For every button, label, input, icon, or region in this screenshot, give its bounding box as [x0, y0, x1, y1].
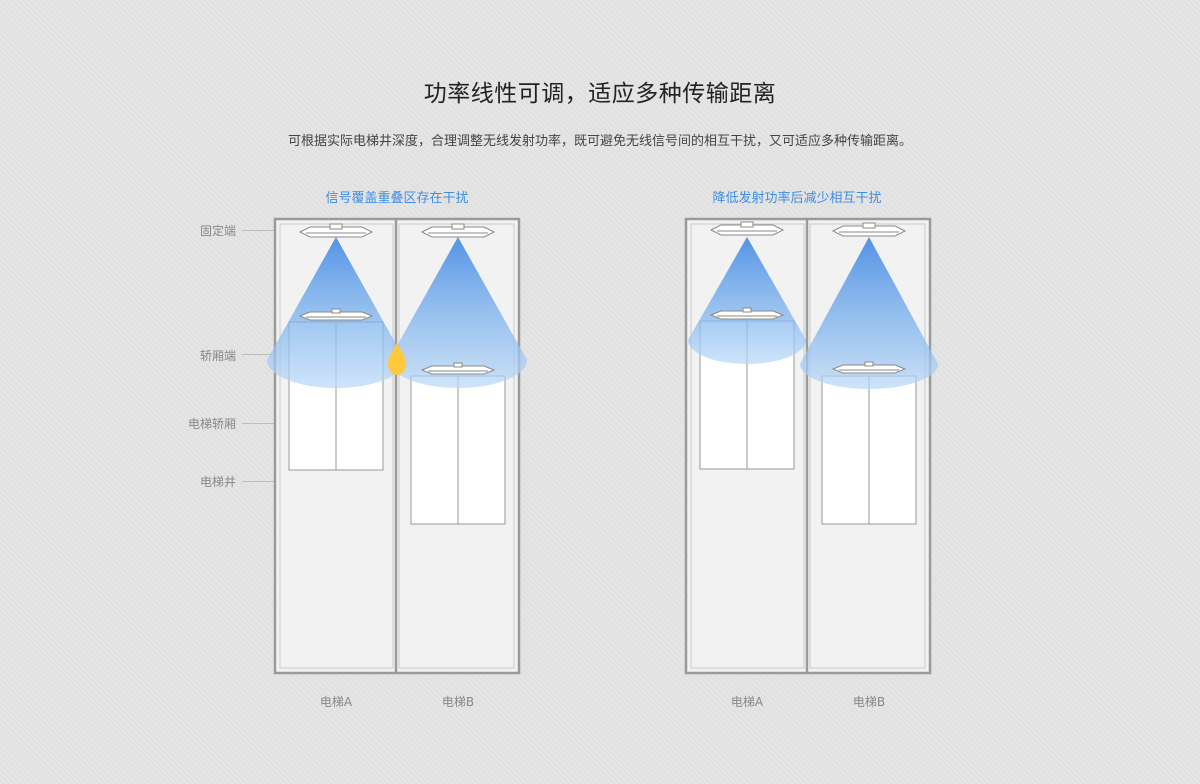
- car-end-antenna-icons: [298, 307, 907, 375]
- page-title: 功率线性可调，适应多种传输距离: [423, 81, 777, 107]
- right-signal-cone-b: [800, 237, 938, 389]
- page-subtitle: 可根据实际电梯井深度，合理调整无线发射功率，既可避免无线信号间的相互干扰，又可适…: [287, 134, 912, 149]
- label-right-elevator-a: 电梯A: [730, 695, 764, 709]
- label-left-elevator-b: 电梯B: [441, 695, 475, 709]
- label-left-elevator-a: 电梯A: [319, 695, 353, 709]
- right-signal-cone-a: [688, 237, 806, 364]
- callout-car-end-line: [242, 354, 296, 355]
- callout-elevator-shaft-line: [242, 481, 296, 482]
- left-car-b: [410, 375, 506, 525]
- callout-fixed-end-line: [242, 230, 296, 231]
- callout-fixed-end: 固定端: [199, 224, 236, 238]
- callout-elevator-car: 电梯轿厢: [187, 417, 236, 431]
- left-signal-cone-b: [389, 237, 527, 388]
- callout-elevator-shaft: 电梯井: [199, 475, 236, 489]
- right-car-b: [821, 375, 917, 525]
- fixed-end-antenna-icons: [298, 221, 907, 238]
- panel-right-caption: 降低发射功率后减少相互干扰: [712, 191, 882, 206]
- panel-left-caption: 信号覆盖重叠区存在干扰: [325, 191, 469, 206]
- callout-car-end: 轿厢端: [199, 349, 236, 363]
- label-right-elevator-b: 电梯B: [852, 695, 886, 709]
- interference-zone-icon: [388, 343, 406, 375]
- callout-elevator-car-line: [242, 423, 296, 424]
